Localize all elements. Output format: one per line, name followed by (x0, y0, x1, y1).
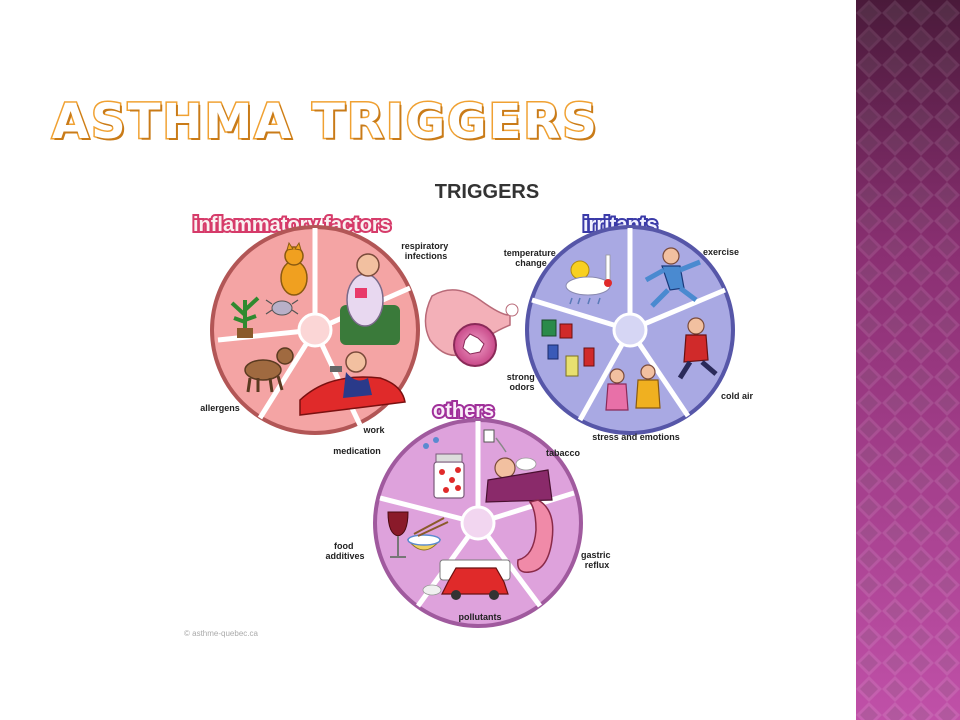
worker-icon (299, 351, 406, 416)
walking-person-icon (677, 317, 718, 380)
wine-glass-icon (387, 511, 409, 558)
label-allergens: allergens (200, 403, 240, 413)
label-cold-air: cold air (721, 391, 754, 401)
label-gastric-reflux: gastric reflux (581, 550, 613, 570)
label-respiratory-infections: respiratory infections (401, 241, 451, 261)
label-medication: medication (333, 446, 381, 456)
runner-icon (644, 247, 701, 308)
inflammatory-factors-wheel (210, 225, 420, 435)
label-temperature-change: temperature change (504, 248, 559, 268)
cat-icon (280, 241, 308, 296)
irritants-wheel (525, 225, 735, 435)
smoker-icon (483, 429, 553, 503)
sick-person-icon (340, 253, 400, 345)
food-bowl-icon (406, 517, 449, 551)
label-pollutants: pollutants (459, 612, 502, 622)
asthma-triggers-diagram: TRIGGERS inflammatory factors irritants … (184, 181, 754, 638)
dog-icon (244, 347, 294, 393)
plant-icon (230, 296, 260, 338)
diagram-credit: © asthme-quebec.ca (184, 629, 258, 638)
slide-title: ASTHMA TRIGGERS (51, 93, 599, 152)
diagram-heading: TRIGGERS (435, 181, 539, 203)
weather-icon (565, 254, 612, 305)
label-food-additives: food additives (325, 541, 364, 561)
paint-can-icon (541, 319, 595, 377)
label-work: work (362, 425, 385, 435)
stomach-icon (517, 499, 554, 573)
others-wheel (373, 418, 583, 628)
group-title-others: others (433, 400, 494, 422)
airway-icon (424, 289, 519, 367)
decorative-side-band (856, 0, 960, 720)
dust-mite-icon (265, 299, 299, 316)
car-exhaust-icon (422, 559, 511, 600)
arguing-people-icon (605, 364, 661, 411)
label-strong-odors: strong odors (507, 372, 538, 392)
label-tabacco: tabacco (546, 448, 581, 458)
pill-bottle-icon (423, 437, 465, 499)
label-stress-and-emotions: stress and emotions (592, 432, 680, 442)
label-exercise: exercise (703, 247, 739, 257)
